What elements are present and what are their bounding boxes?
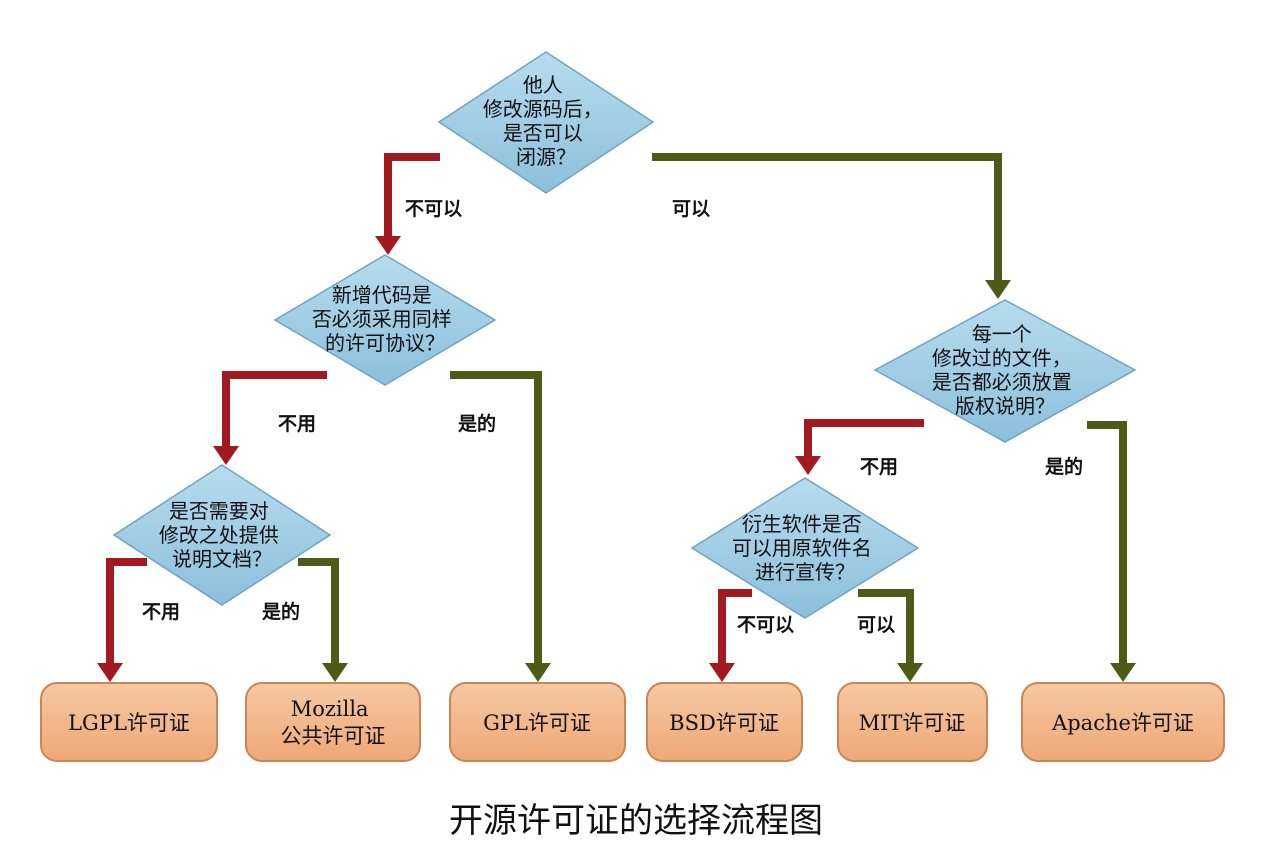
edge-label-d2-yes: 是的 [458,412,496,435]
decision-d2-text: 新增代码是 否必须采用同样 的许可协议？ [312,283,458,355]
edge-labels: 不可以 可以 不用 是的 不用 是的 不用 是的 不可以 可以 [142,198,1083,636]
edge-label-d4-yes: 是的 [1045,455,1083,478]
license-apache-text: Apache许可证 [1051,711,1194,735]
decision-d5: 衍生软件是否 可以用原软件名 进行宣传？ [690,477,920,619]
yes-path-arrowheads [322,280,1136,682]
license-mit-text: MIT许可证 [859,711,966,735]
no-path-arrows [106,153,924,665]
decision-d3: 是否需要对 修改之处提供 说明文档？ [112,464,332,606]
license-lgpl-text: LGPL许可证 [68,711,190,735]
arrow-d5-yes [858,589,914,665]
license-box [245,682,421,762]
edge-label-d3-no: 不用 [142,601,180,623]
arrow-d2-yes [450,371,542,665]
decision-diamond [112,464,332,606]
arrow-d2-no [222,371,327,448]
arrowhead-d5-no [709,663,735,682]
license-box [449,682,626,762]
arrow-d5-no [718,589,752,665]
arrow-d4-no [804,419,924,458]
decision-d1: 他人 修改源码后， 是否可以 闭源？ [437,51,655,194]
license-box [646,682,803,762]
decision-d4-text: 每一个 修改过的文件， 是否都必须放置 版权说明？ [932,322,1078,418]
arrow-d1-no [384,153,440,238]
license-box [40,682,218,762]
license-bsd-text: BSD许可证 [669,711,779,735]
edge-label-d5-no: 不可以 [737,614,794,636]
arrowhead-d3-yes [322,663,348,682]
decision-diamond [273,254,497,386]
no-path-arrowheads [97,236,821,682]
decision-d5-text: 衍生软件是否 可以用原软件名 进行宣传？ [732,512,878,584]
decision-diamond [690,477,920,619]
edge-label-d1-no: 不可以 [405,198,462,220]
license-mozilla-text: Mozilla 公共许可证 [281,697,386,748]
arrowhead-d3-no [97,663,123,682]
arrowhead-d2-no [213,446,239,465]
arrowhead-d5-yes [897,663,923,682]
decision-d4: 每一个 修改过的文件， 是否都必须放置 版权说明？ [873,299,1137,443]
decision-d2: 新增代码是 否必须采用同样 的许可协议？ [273,254,497,386]
arrow-d4-yes [1087,421,1127,665]
license-mozilla: Mozilla 公共许可证 [245,682,421,762]
edge-label-d1-yes: 可以 [672,198,710,220]
edge-label-d3-yes: 是的 [262,600,300,623]
license-box [837,682,988,762]
arrow-d1-yes [652,153,1002,282]
license-box [1021,682,1225,762]
edge-label-d5-yes: 可以 [857,614,895,636]
license-bsd: BSD许可证 [646,682,803,762]
arrowhead-d4-yes [1110,663,1136,682]
license-lgpl: LGPL许可证 [40,682,218,762]
arrow-d3-no [106,558,147,665]
license-gpl-text: GPL许可证 [483,711,591,735]
arrowhead-d4-no [795,456,821,475]
decision-d3-text: 是否需要对 修改之处提供 说明文档？ [159,499,285,571]
diagram-caption: 开源许可证的选择流程图 [449,801,823,841]
arrowhead-d1-no [375,236,401,255]
decision-diamond [873,299,1137,443]
decision-d1-text: 他人 修改源码后， 是否可以 闭源？ [483,73,609,169]
arrowhead-d2-yes [525,663,551,682]
arrowhead-d1-yes [985,280,1011,299]
arrow-d3-yes [298,558,339,665]
edge-label-d2-no: 不用 [278,413,316,435]
yes-path-arrows [298,153,1127,665]
license-mit: MIT许可证 [837,682,988,762]
license-gpl: GPL许可证 [449,682,626,762]
decision-diamond [437,51,655,194]
license-apache: Apache许可证 [1021,682,1225,762]
edge-label-d4-no: 不用 [860,456,898,478]
